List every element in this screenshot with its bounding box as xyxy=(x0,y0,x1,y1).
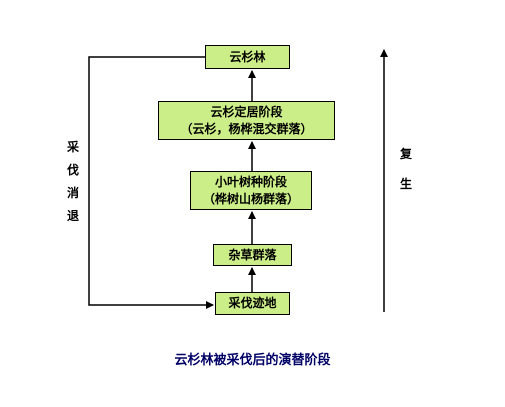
box-logged-land: 采伐迹地 xyxy=(215,292,290,315)
top-box-line-0: 云杉林 xyxy=(229,49,266,64)
stage2-box-line-1: （桦树山杨群落） xyxy=(202,191,299,206)
box-spruce-settlement-stage: 云杉定居阶段 （云杉，杨桦混交群落） xyxy=(158,101,335,140)
stage3-box-line-0: 云杉定居阶段 xyxy=(210,104,283,119)
box-spruce-forest: 云杉林 xyxy=(205,45,290,69)
logging-loop-line xyxy=(88,56,214,309)
diagram-caption: 云杉林被采伐后的演替阶段 xyxy=(174,353,331,368)
logging-label: 采伐消退 xyxy=(66,140,79,223)
box-small-leaf-tree-stage: 小叶树种阶段 （桦树山杨群落） xyxy=(190,171,312,210)
stage3-box-line-1: （云杉，杨桦混交群落） xyxy=(180,121,313,136)
recovery-label: 复生 xyxy=(399,147,412,191)
base-box-line-0: 采伐迹地 xyxy=(228,296,277,310)
stage1-box-line-0: 杂草群落 xyxy=(228,247,277,262)
stage2-box-line-0: 小叶树种阶段 xyxy=(214,174,287,189)
box-weed-community: 杂草群落 xyxy=(213,244,292,266)
